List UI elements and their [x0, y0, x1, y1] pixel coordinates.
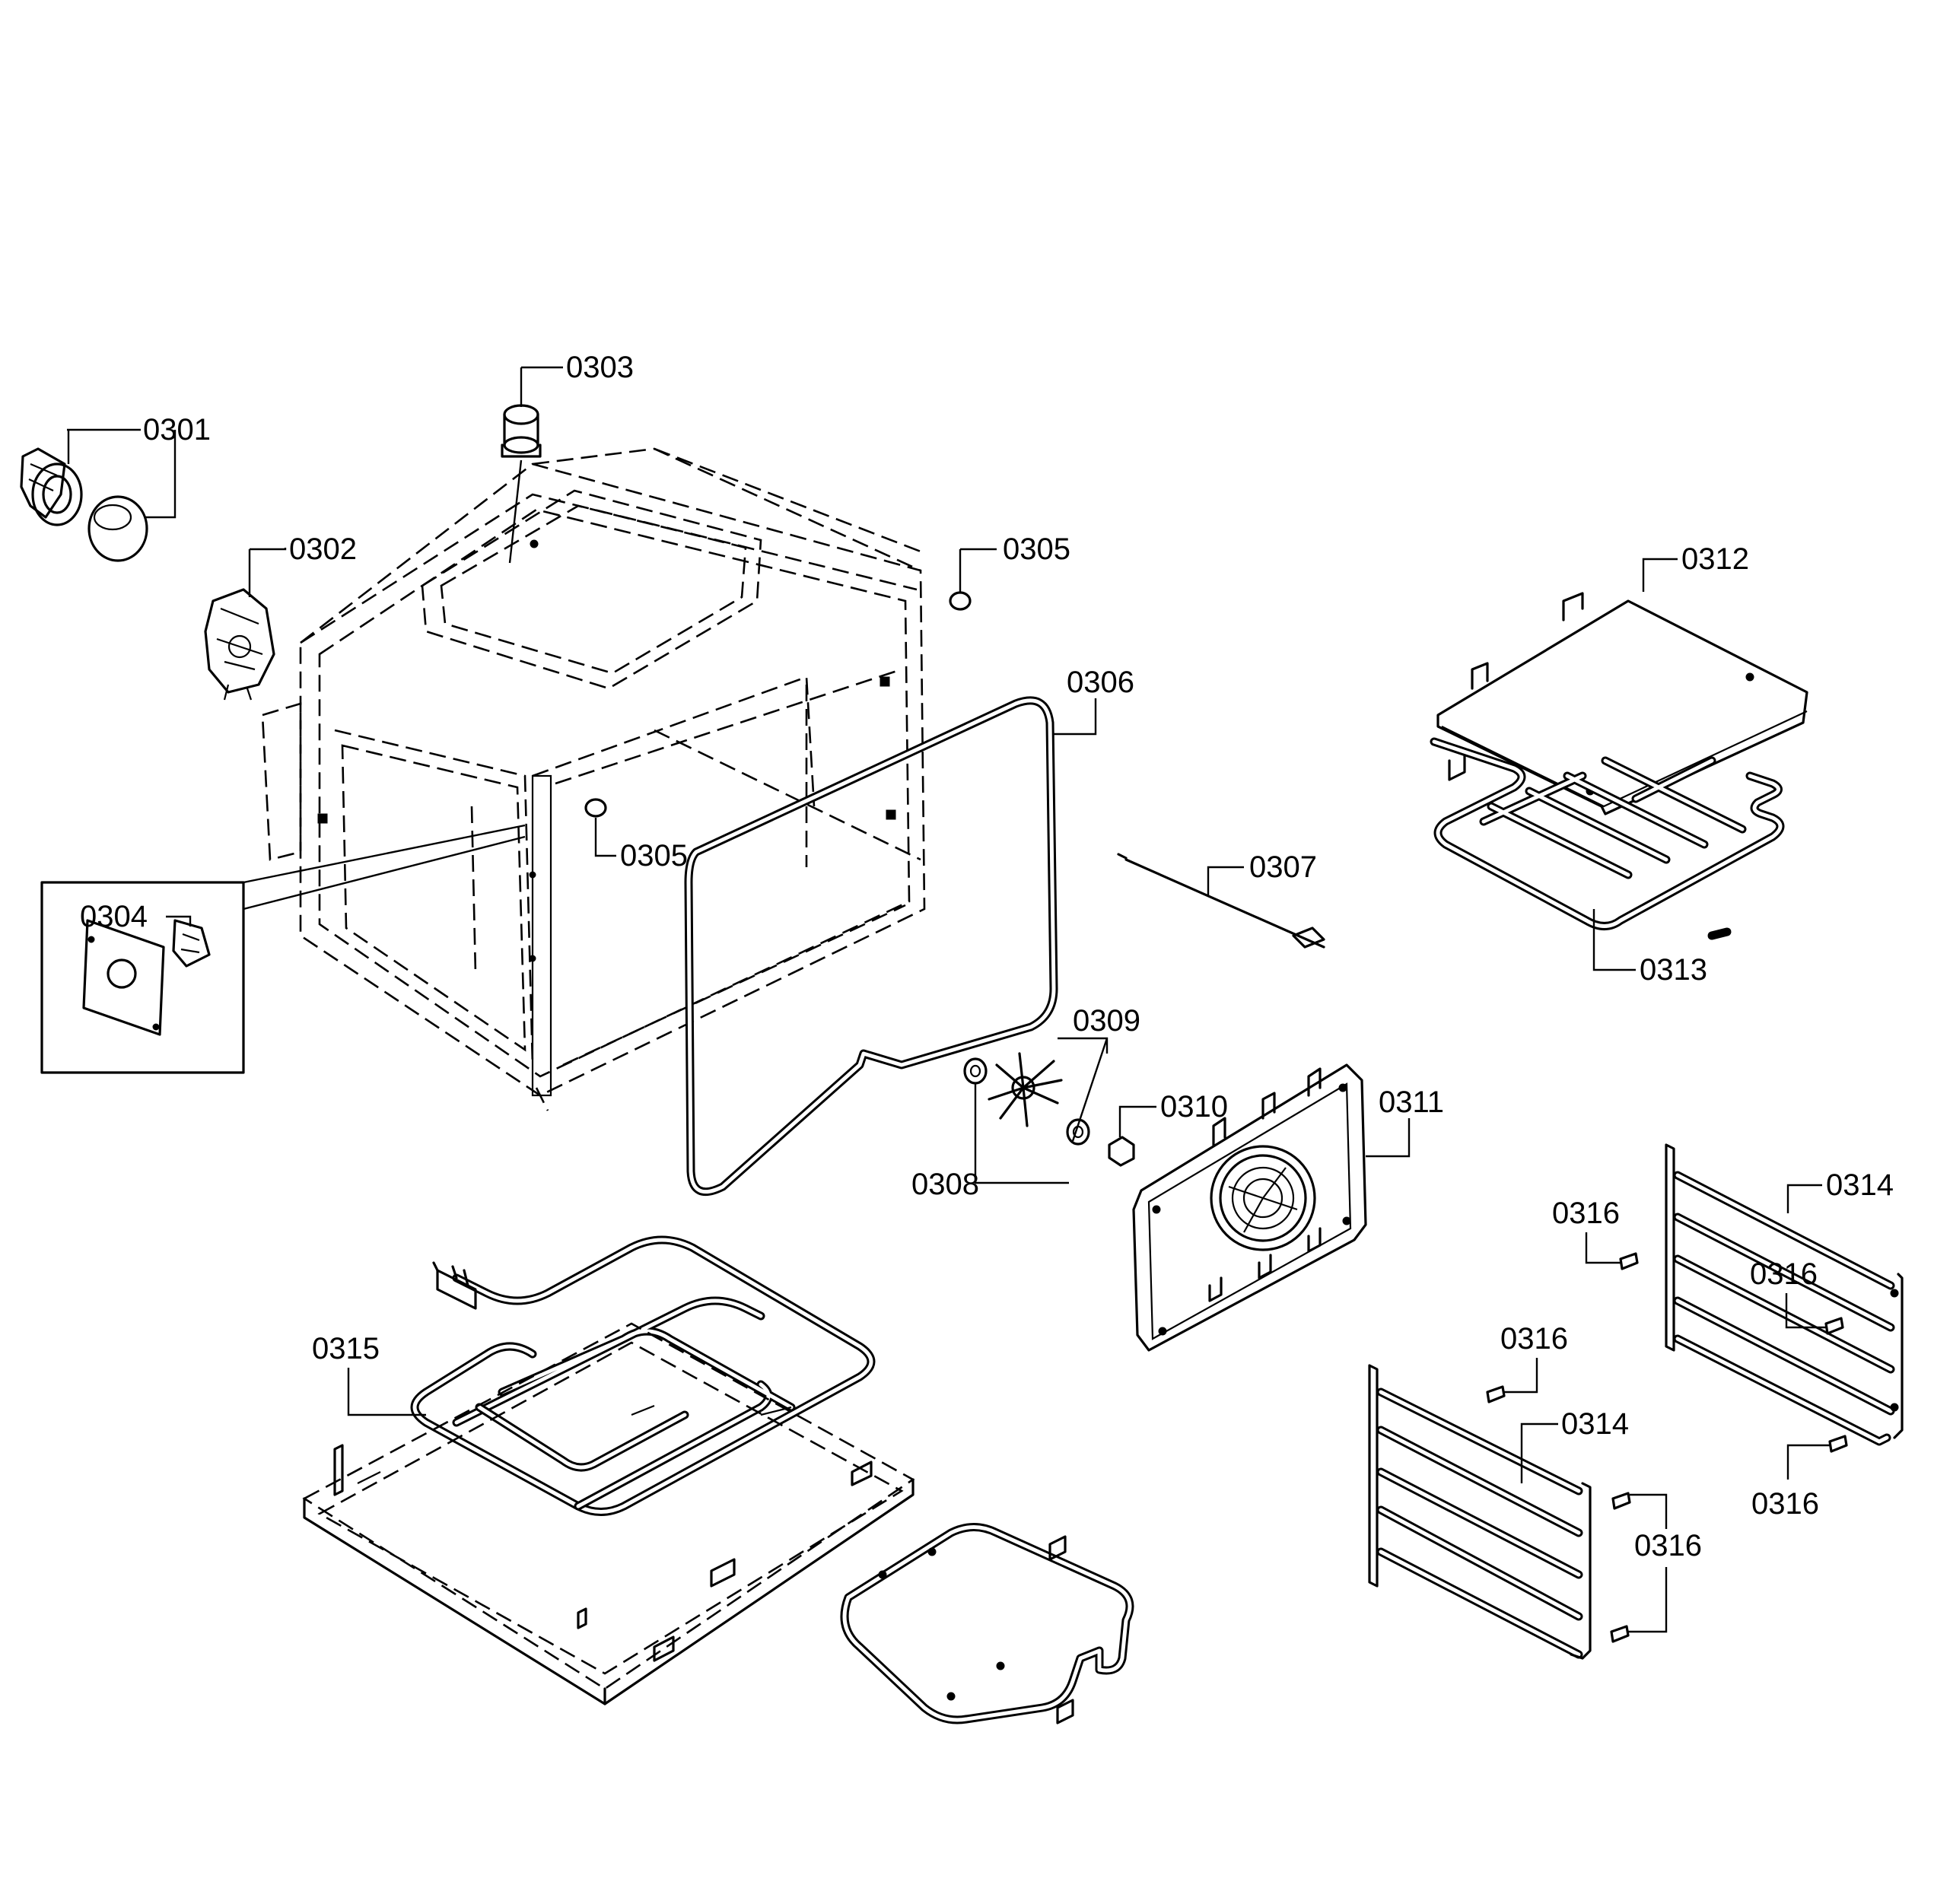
callout-0316-c: 0316: [1500, 1322, 1568, 1356]
floor-gasket: [840, 1523, 1134, 1724]
callout-0311: 0311: [1379, 1086, 1444, 1119]
light-bracket-inset: [40, 824, 526, 1074]
callout-0310: 0310: [1160, 1090, 1228, 1124]
temperature-probe: [1117, 853, 1325, 949]
callout-0301: 0301: [143, 413, 211, 447]
callout-0309: 0309: [1073, 1004, 1140, 1038]
oven-floor-panel: [302, 1322, 915, 1705]
top-sensor: [501, 404, 542, 458]
callout-0305-lower: 0305: [620, 839, 688, 873]
callout-0314-right: 0314: [1826, 1168, 1894, 1202]
rack-rail-left: [1368, 1364, 1631, 1660]
screws-0305: [584, 591, 972, 818]
fan-parts: [963, 1052, 1135, 1167]
callout-0316-b: 0316: [1750, 1257, 1818, 1291]
callout-0313: 0313: [1640, 953, 1707, 987]
top-heating-element: [1430, 737, 1785, 940]
callout-0305-upper: 0305: [1003, 532, 1070, 566]
callout-0312: 0312: [1681, 542, 1749, 576]
callout-0316-d: 0316: [1751, 1487, 1819, 1521]
callout-0303: 0303: [566, 351, 634, 384]
rack-rail-right: [1619, 1143, 1904, 1453]
door-gasket: [684, 696, 1058, 1197]
lamp-assembly: [20, 447, 148, 562]
callout-0314-left: 0314: [1561, 1407, 1629, 1441]
callout-0308: 0308: [911, 1168, 979, 1201]
callout-0315: 0315: [312, 1332, 380, 1365]
callout-0306: 0306: [1067, 666, 1134, 699]
oven-cavity: [261, 447, 926, 1111]
convection-motor: [204, 588, 275, 701]
callout-0302: 0302: [289, 532, 357, 566]
callout-0316-e: 0316: [1634, 1529, 1702, 1562]
fan-cover: [1132, 1063, 1367, 1352]
callout-0304: 0304: [80, 900, 148, 933]
callout-0316-a: 0316: [1552, 1197, 1620, 1230]
callout-0307: 0307: [1249, 850, 1317, 884]
bottom-heating-element: [410, 1235, 876, 1516]
